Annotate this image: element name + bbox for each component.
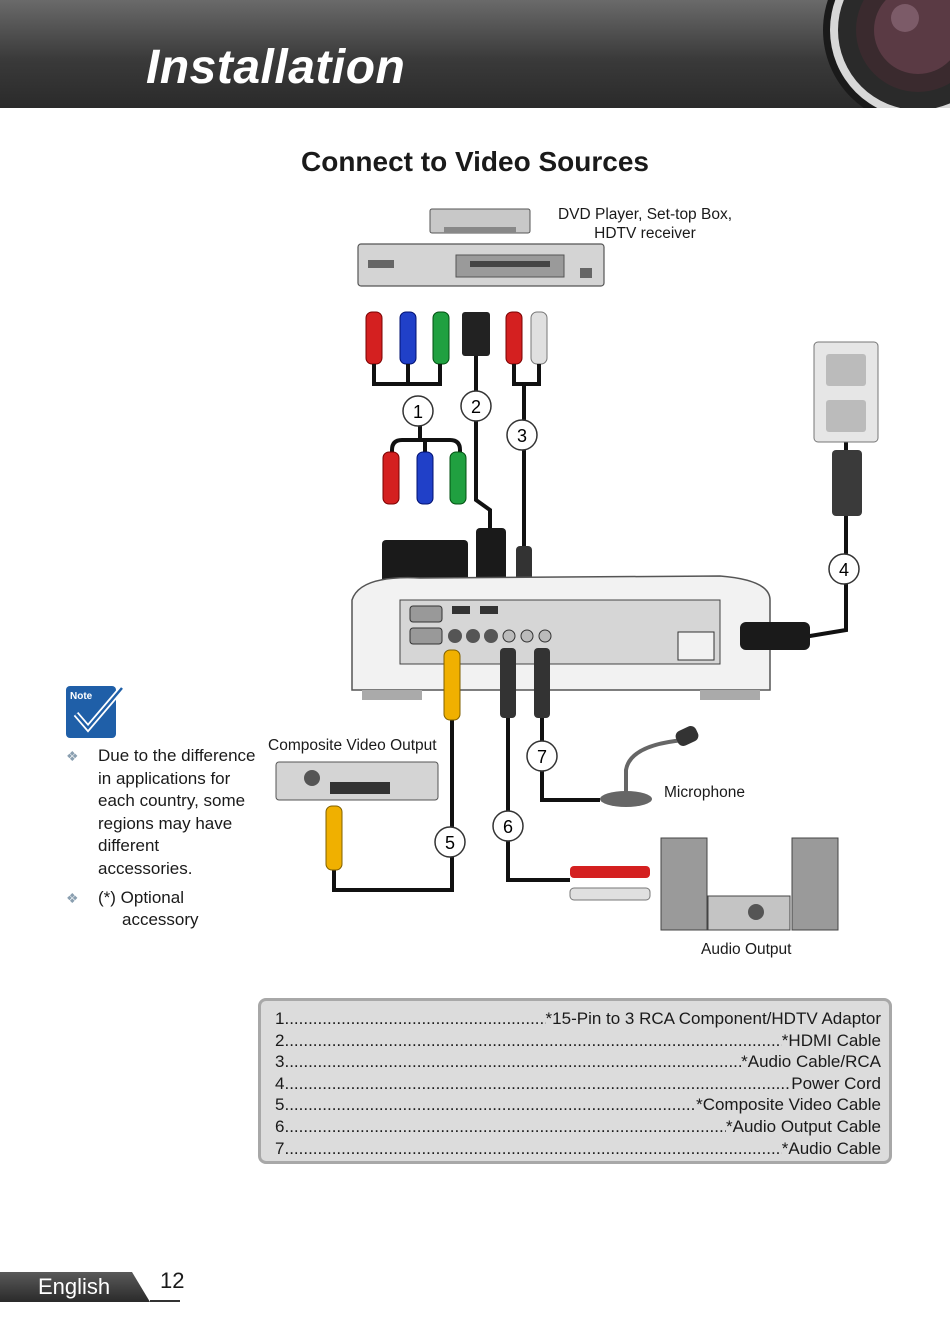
source-device-label: DVD Player, Set-top Box, HDTV receiver — [557, 206, 733, 242]
projector-lens-graphic — [800, 0, 950, 108]
svg-text:6: 6 — [503, 817, 513, 837]
legend-dots — [284, 1030, 781, 1052]
header-bar — [0, 0, 950, 108]
svg-text:1: 1 — [413, 402, 423, 422]
legend-text: *Composite Video Cable — [696, 1095, 881, 1115]
svg-text:7: 7 — [537, 747, 547, 767]
callout-badge-3: 3 — [506, 419, 538, 451]
svg-text:5: 5 — [445, 833, 455, 853]
legend-dots — [284, 1073, 791, 1095]
legend-text: *Audio Cable — [781, 1138, 881, 1158]
composite-device-icon — [275, 761, 439, 801]
svg-text:3: 3 — [517, 426, 527, 446]
legend-dots — [284, 1008, 545, 1030]
legend-row: 1 *15-Pin to 3 RCA Component/HDTV Adaptor — [275, 1008, 881, 1030]
legend-number: 1 — [275, 1009, 285, 1028]
legend-number: 2 — [275, 1030, 285, 1050]
diamond-bullet-icon: ❖ — [66, 748, 79, 764]
audio-output-label: Audio Output — [701, 941, 792, 958]
callout-badge-4: 4 — [828, 553, 860, 585]
legend-text: *Audio Cable/RCA — [741, 1052, 881, 1072]
diamond-bullet-icon: ❖ — [66, 889, 79, 906]
footer-language-tab — [0, 1272, 150, 1302]
legend-row: 4 Power Cord — [275, 1073, 881, 1095]
callout-badges: 1 2 3 4 5 6 7 — [402, 390, 860, 858]
legend-dots — [284, 1138, 781, 1160]
legend-dots — [284, 1094, 696, 1116]
legend-text: *15-Pin to 3 RCA Component/HDTV Adaptor — [545, 1009, 881, 1028]
svg-text:4: 4 — [839, 560, 849, 580]
note-list: ❖ Due to the difference in applications … — [66, 745, 256, 938]
legend-number: 7 — [275, 1138, 285, 1158]
legend-number: 6 — [275, 1116, 285, 1136]
footer-divider — [150, 1300, 180, 1302]
callout-badge-2: 2 — [460, 390, 492, 422]
page-number: 12 — [160, 1268, 185, 1293]
legend-row: 5 *Composite Video Cable — [275, 1094, 881, 1116]
legend-number: 4 — [275, 1073, 285, 1093]
legend-dots — [284, 1116, 726, 1138]
legend-text: *HDMI Cable — [781, 1030, 881, 1050]
footer-language: English — [38, 1274, 111, 1299]
projector-icon — [351, 575, 810, 700]
legend-row: 6 *Audio Output Cable — [275, 1116, 881, 1138]
microphone-label: Microphone — [664, 784, 745, 801]
cable-legend-list: 1 *15-Pin to 3 RCA Component/HDTV Adaptor… — [275, 1008, 881, 1159]
legend-row: 7 *Audio Cable — [275, 1138, 881, 1160]
composite-output-label: Composite Video Output — [268, 737, 437, 754]
note-text: Due to the difference in applications fo… — [98, 746, 256, 878]
wall-outlet-icon — [813, 341, 879, 516]
legend-number: 5 — [275, 1095, 285, 1115]
top-rca-connectors — [365, 311, 548, 365]
component-adaptor — [382, 451, 532, 592]
legend-dots — [284, 1051, 741, 1073]
legend-number: 3 — [275, 1052, 285, 1072]
note-item: ❖ Due to the difference in applications … — [66, 745, 256, 881]
section-title: Connect to Video Sources — [301, 146, 649, 177]
callout-badge-6: 6 — [492, 810, 524, 842]
note-icon: Note — [64, 682, 126, 740]
callout-badge-1: 1 — [402, 395, 434, 427]
composite-plugs — [325, 648, 550, 871]
microphone-icon — [600, 726, 699, 807]
cable-legend-box: 1 *15-Pin to 3 RCA Component/HDTV Adaptor… — [258, 998, 892, 1164]
callout-badge-5: 5 — [434, 826, 466, 858]
note-text: (*) Optional accessory — [98, 887, 199, 930]
callout-badge-7: 7 — [526, 740, 558, 772]
legend-text: Power Cord — [791, 1073, 881, 1093]
legend-row: 2 *HDMI Cable — [275, 1030, 881, 1052]
legend-text: *Audio Output Cable — [726, 1116, 881, 1136]
legend-row: 3 *Audio Cable/RCA — [275, 1051, 881, 1073]
svg-text:Note: Note — [70, 691, 93, 702]
page-header-title: Installation — [146, 41, 406, 94]
dvd-player-icon — [357, 208, 605, 287]
audio-speakers-icon — [569, 837, 839, 931]
note-item: ❖ (*) Optional accessory — [66, 887, 256, 932]
svg-text:2: 2 — [471, 397, 481, 417]
